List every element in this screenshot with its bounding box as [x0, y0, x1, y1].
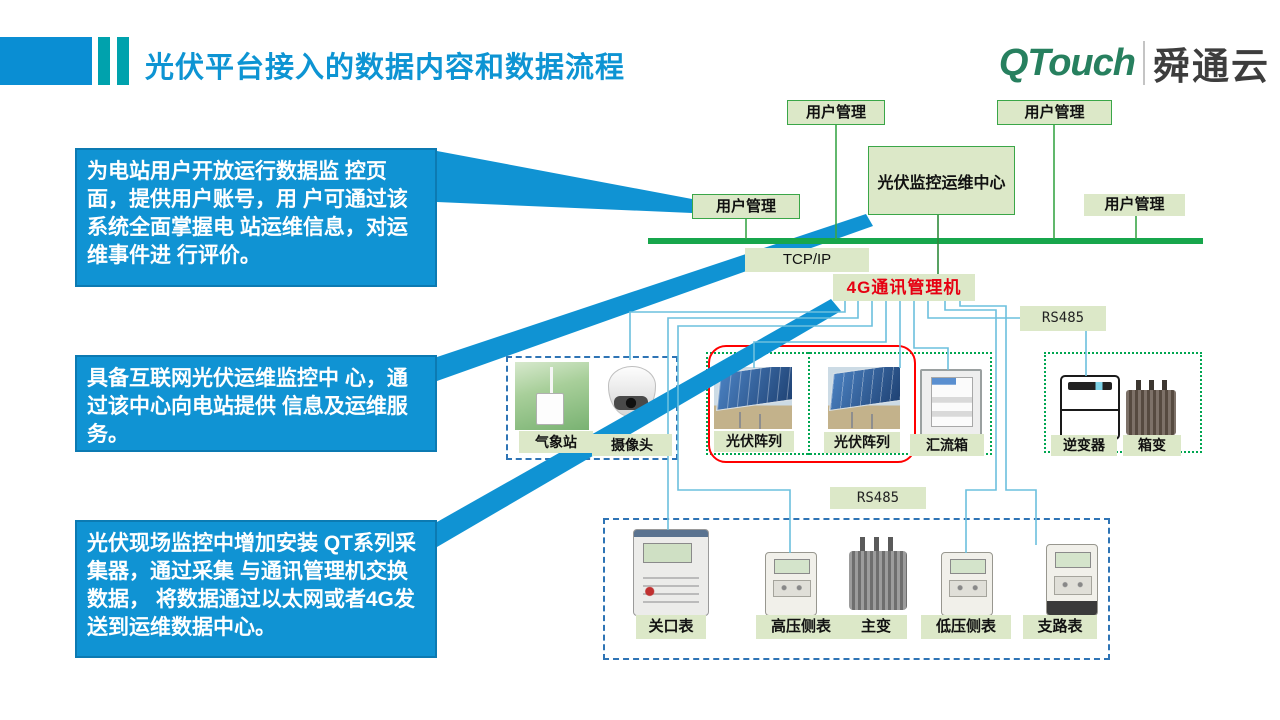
gateway-meter-image	[633, 529, 709, 616]
tcpip-label: TCP/IP	[745, 248, 869, 272]
inverter-image	[1060, 375, 1120, 440]
user-mgmt-node-2: 用户管理	[997, 100, 1112, 125]
monitor-center-node: 光伏监控运维中心	[868, 146, 1015, 215]
branch-meter-label: 支路表	[1023, 615, 1097, 639]
callout-beam-1	[437, 151, 692, 213]
header-accent-bar-2	[117, 37, 129, 85]
gateway-4g-node: 4G通讯管理机	[833, 274, 975, 301]
callout-text-2: 具备互联网光伏运维监控中 心，通过该中心向电站提供 信息及运维服务。	[87, 367, 408, 446]
brand-logo-text: QTouch	[998, 41, 1136, 84]
user-mgmt-node-4: 用户管理	[1084, 194, 1185, 216]
callout-text-1: 为电站用户开放运行数据监 控页面，提供用户账号，用 户可通过该系统全面掌握电 站…	[87, 160, 408, 267]
header-accent-block	[0, 37, 92, 85]
hv-side-meter-image	[765, 552, 817, 616]
lv-side-meter-image	[941, 552, 993, 616]
pv-array-label-1: 光伏阵列	[714, 431, 794, 452]
rs485-label-1: RS485	[1020, 306, 1106, 331]
callout-text-3: 光伏现场监控中增加安装 QT系列采集器，通过采集 与通讯管理机交换数据， 将数据…	[87, 532, 416, 639]
branch-meter-image	[1046, 544, 1098, 616]
brand-suffix-text: 舜通云	[1153, 46, 1270, 87]
gateway-meter-label: 关口表	[636, 615, 706, 639]
combiner-box-label: 汇流箱	[910, 434, 984, 456]
user-mgmt-node-3: 用户管理	[692, 194, 800, 219]
callout-box-2: 具备互联网光伏运维监控中 心，通过该中心向电站提供 信息及运维服务。	[75, 355, 437, 452]
weather-station-image	[515, 362, 589, 430]
callout-box-1: 为电站用户开放运行数据监 控页面，提供用户账号，用 户可通过该系统全面掌握电 站…	[75, 148, 437, 287]
header-accent-bar-1	[98, 37, 110, 85]
camera-label: 摄像头	[592, 434, 672, 456]
rs485-label-2: RS485	[830, 487, 926, 509]
main-transformer-label: 主变	[845, 615, 907, 639]
page-title: 光伏平台接入的数据内容和数据流程	[145, 52, 626, 84]
user-mgmt-node-1: 用户管理	[787, 100, 885, 125]
hv-side-meter-label: 高压侧表	[756, 615, 846, 639]
main-transformer-image	[846, 537, 910, 614]
lv-side-meter-label: 低压侧表	[921, 615, 1011, 639]
box-transformer-label: 箱变	[1123, 435, 1181, 456]
brand-logo: QTouch 舜通云	[999, 36, 1270, 90]
combiner-box-image	[920, 369, 982, 437]
inverter-label: 逆变器	[1051, 435, 1117, 456]
logo-divider	[1143, 41, 1145, 85]
pv-array-label-2: 光伏阵列	[824, 432, 900, 453]
callout-box-3: 光伏现场监控中增加安装 QT系列采集器，通过采集 与通讯管理机交换数据， 将数据…	[75, 520, 437, 658]
box-transformer-image	[1126, 380, 1176, 435]
camera-image	[601, 360, 661, 432]
weather-station-label: 气象站	[519, 431, 593, 453]
